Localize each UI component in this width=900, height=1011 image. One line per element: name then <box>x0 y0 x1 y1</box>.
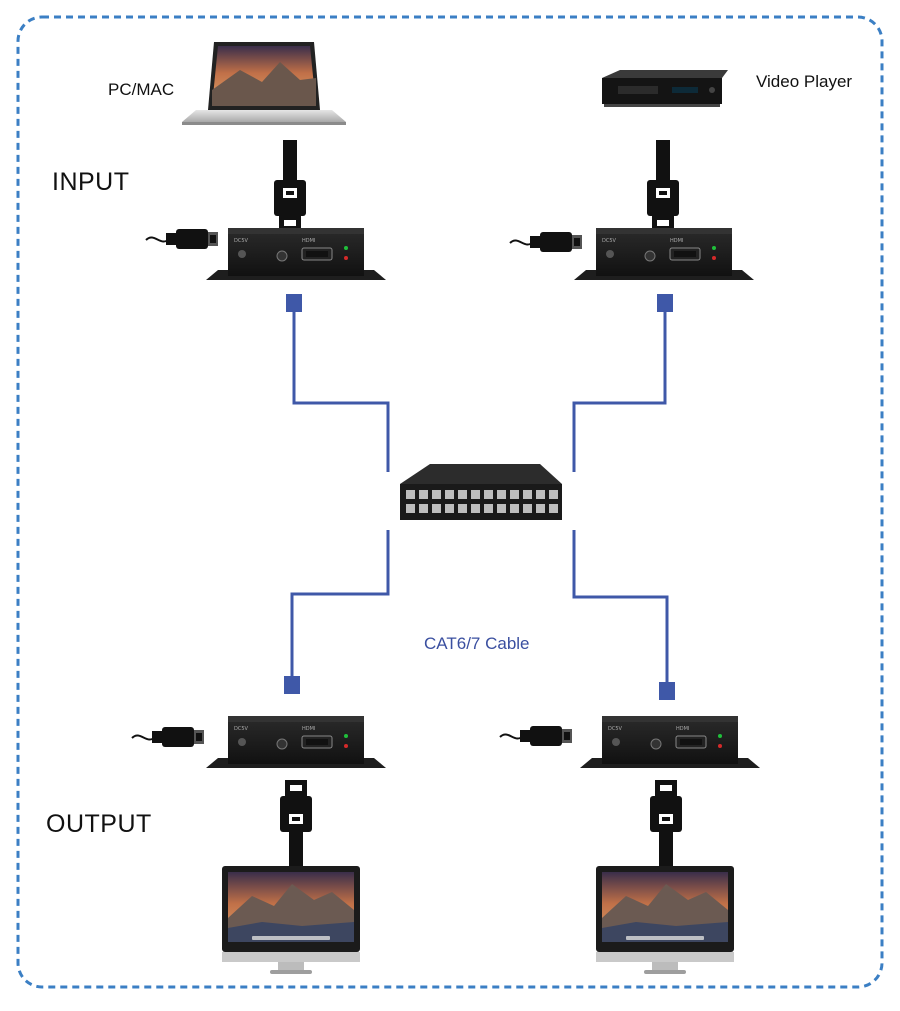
switch-port <box>458 504 467 513</box>
switch-port <box>406 504 415 513</box>
switch-port <box>497 490 506 499</box>
switch-port <box>471 490 480 499</box>
switch-port <box>549 490 558 499</box>
power-plug-icon <box>499 725 573 747</box>
video-player-label: Video Player <box>756 72 853 91</box>
hdmi-extender-icon <box>205 715 387 769</box>
switch-port <box>484 490 493 499</box>
switch-port <box>497 504 506 513</box>
input-label: INPUT <box>52 168 130 196</box>
hdmi-extender-icon <box>573 227 755 281</box>
hdmi-plug-icon <box>647 140 679 232</box>
pc-mac-label: PC/MAC <box>108 80 175 99</box>
switch-port <box>419 490 428 499</box>
switch-port <box>445 504 454 513</box>
switch-port <box>484 504 493 513</box>
switch-port <box>458 490 467 499</box>
power-plug-icon <box>509 231 583 253</box>
switch-port <box>523 504 532 513</box>
monitor-icon <box>222 866 360 974</box>
switch-port <box>432 504 441 513</box>
switch-port <box>549 504 558 513</box>
hdmi-plug-icon <box>280 780 312 870</box>
network-switch-icon <box>400 464 562 520</box>
cable-label: CAT6/7 Cable <box>424 634 530 653</box>
hdmi-plug-icon <box>274 140 306 232</box>
switch-port <box>536 490 545 499</box>
cat-cable-lines <box>290 310 669 684</box>
hdmi-plug-icon <box>650 780 682 870</box>
output-label: OUTPUT <box>46 810 152 838</box>
switch-port <box>536 504 545 513</box>
switch-port <box>406 490 415 499</box>
switch-port <box>523 490 532 499</box>
switch-port <box>471 504 480 513</box>
switch-port <box>510 490 519 499</box>
power-plug-icon <box>145 228 219 250</box>
rj45-connector-icon <box>284 294 675 700</box>
switch-port <box>432 490 441 499</box>
switch-port <box>510 504 519 513</box>
hdmi-extender-icon <box>579 715 761 769</box>
switch-port <box>419 504 428 513</box>
monitor-icon <box>596 866 734 974</box>
power-plug-icon <box>131 726 205 748</box>
diagram-border <box>16 15 884 989</box>
switch-port <box>445 490 454 499</box>
hdmi-extender-icon <box>205 227 387 281</box>
video-player-icon <box>602 70 728 107</box>
laptop-icon <box>182 42 346 125</box>
